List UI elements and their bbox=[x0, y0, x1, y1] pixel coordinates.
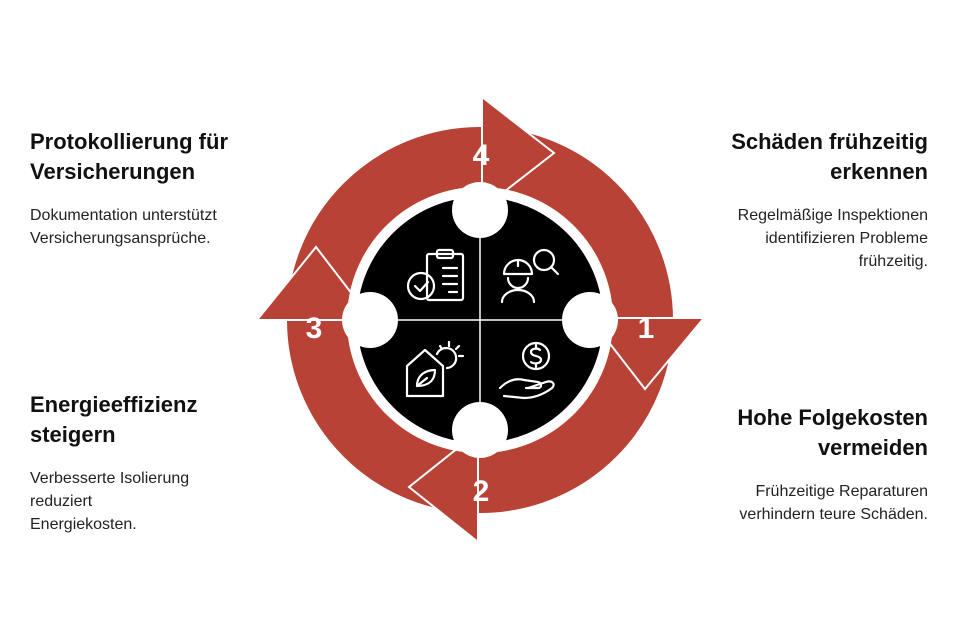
clipboard-check-icon bbox=[406, 248, 465, 302]
arrow-head-3 bbox=[254, 245, 375, 321]
arrow-head-2 bbox=[407, 429, 479, 545]
step-2-description: Frühzeitige Reparaturen verhindern teure… bbox=[739, 483, 928, 523]
eco-house-sun-icon bbox=[405, 340, 465, 398]
notch-left bbox=[342, 292, 398, 348]
step-3-block: Energieeffizienz steigern Verbesserte Is… bbox=[30, 390, 270, 536]
step-number-2: 2 bbox=[473, 475, 490, 508]
step-4-description: Dokumentation unterstützt Versicherungsa… bbox=[30, 207, 217, 247]
notch-right bbox=[562, 292, 618, 348]
notch-top bbox=[452, 182, 508, 238]
step-4-block: Protokollierung für Versicherungen Dokum… bbox=[30, 127, 270, 250]
hand-dollar-icon bbox=[498, 341, 555, 400]
step-3-description: Verbesserte Isolierung reduziert Energie… bbox=[30, 470, 190, 533]
step-number-4: 4 bbox=[473, 139, 490, 172]
step-1-description: Regelmäßige Inspektionen identifizieren … bbox=[737, 207, 928, 270]
arrow-head-4 bbox=[481, 94, 556, 212]
step-3-title: Energieeffizienz steigern bbox=[30, 392, 198, 447]
step-2-block: Hohe Folgekosten vermeiden Frühzeitige R… bbox=[688, 403, 928, 526]
step-2-title: Hohe Folgekosten vermeiden bbox=[737, 405, 928, 460]
step-number-3: 3 bbox=[306, 312, 323, 345]
arrow-head-1 bbox=[587, 317, 707, 391]
notch-bottom bbox=[452, 402, 508, 458]
step-1-block: Schäden frühzeitig erkennen Regelmäßige … bbox=[688, 127, 928, 273]
step-4-title: Protokollierung für Versicherungen bbox=[30, 129, 228, 184]
step-number-1: 1 bbox=[638, 312, 655, 345]
inspector-search-icon bbox=[500, 248, 560, 304]
step-1-title: Schäden frühzeitig erkennen bbox=[731, 129, 928, 184]
